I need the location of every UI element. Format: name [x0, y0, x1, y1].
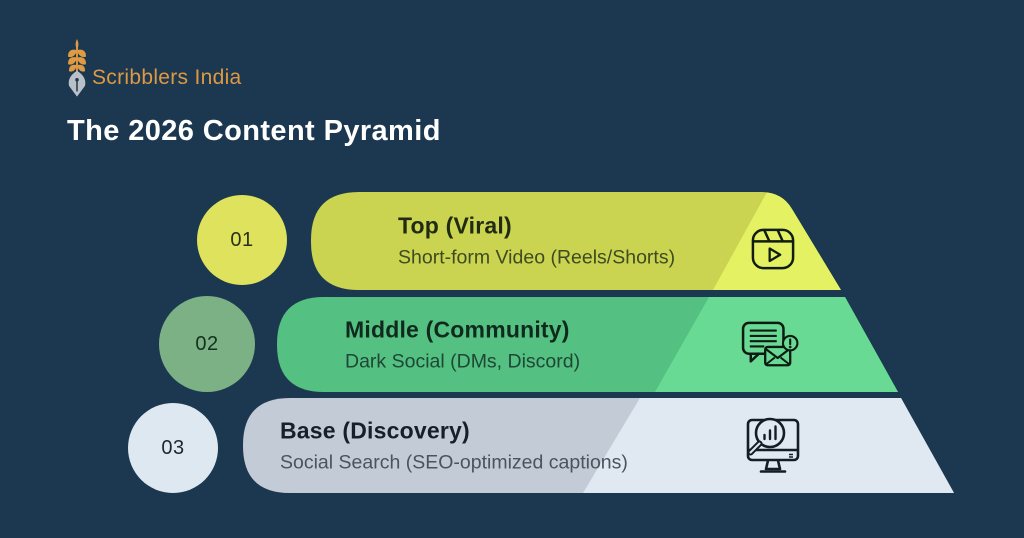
layer-1-number-badge: 01: [197, 195, 287, 285]
pyramid-layer-top-viral: Top (Viral) Short-form Video (Reels/Shor…: [311, 192, 841, 290]
layer-number: 02: [195, 332, 219, 355]
layer-text-block: Middle (Community) Dark Social (DMs, Dis…: [345, 316, 580, 373]
page-title: The 2026 Content Pyramid: [67, 115, 441, 147]
layer-title: Base (Discovery): [280, 417, 470, 443]
layer-3-number-badge: 03: [128, 403, 218, 493]
search-analytics-monitor-icon: [740, 414, 806, 480]
layer-title: Top (Viral): [398, 212, 512, 239]
layer-text-block: Base (Discovery) Social Search (SEO-opti…: [280, 417, 628, 474]
layer-2-number-badge: 02: [159, 296, 255, 392]
layer-number: 01: [230, 228, 254, 251]
reels-video-icon: [750, 227, 796, 271]
chat-message-alert-icon: [741, 321, 799, 371]
layer-text-block: Top (Viral) Short-form Video (Reels/Shor…: [398, 213, 675, 270]
layer-subtitle: Short-form Video (Reels/Shorts): [398, 246, 676, 269]
pyramid-layer-base-discovery: Base (Discovery) Social Search (SEO-opti…: [243, 398, 954, 493]
quill-feather-icon: [62, 36, 92, 100]
layer-subtitle: Social Search (SEO-optimized captions): [280, 451, 628, 473]
layer-number: 03: [161, 436, 185, 459]
brand-name: Scribblers India: [92, 66, 242, 89]
layer-title: Middle (Community): [345, 316, 570, 342]
pyramid-layer-middle-community: Middle (Community) Dark Social (DMs, Dis…: [277, 297, 898, 392]
layer-subtitle: Dark Social (DMs, Discord): [345, 350, 581, 372]
